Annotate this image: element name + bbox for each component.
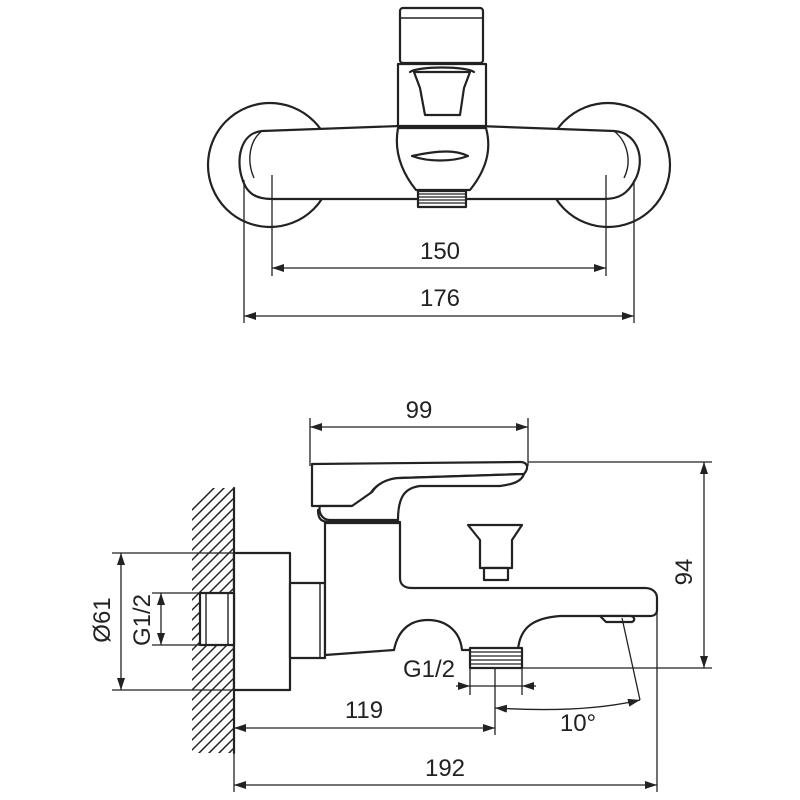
dim-label-176: 176 (420, 285, 460, 312)
top-outlet-thread (416, 189, 468, 209)
hatch-line (192, 516, 234, 562)
dim-label-119: 119 (345, 697, 383, 724)
hatch-line (188, 774, 238, 800)
dim-label-99: 99 (406, 397, 433, 424)
dim-label-inlet: G1/2 (129, 594, 156, 646)
top-handle (398, 6, 485, 65)
angle-arc (494, 698, 641, 713)
hatch-line (192, 686, 234, 732)
hatch-line (188, 764, 238, 800)
hatch-line (207, 726, 234, 753)
side-nut (288, 581, 327, 660)
hatch-line (192, 676, 234, 722)
hatch-line (192, 546, 234, 592)
top-view: 150 176 (206, 6, 672, 323)
top-diverter (395, 126, 490, 192)
hatch-line (192, 536, 234, 582)
hatch-line (188, 754, 238, 800)
hatch-line (192, 556, 234, 602)
hatch-line (192, 666, 234, 712)
hatch-line (192, 488, 234, 532)
dim-label-61: Ø61 (89, 597, 116, 642)
diverter-knob (466, 523, 524, 582)
hatch-line (192, 488, 216, 512)
hatch-line (192, 656, 234, 702)
hatch-line (192, 646, 234, 692)
dim-label-192: 192 (425, 755, 465, 782)
hatch-line (192, 566, 234, 612)
hatch-line (192, 706, 234, 752)
hatch-line (192, 696, 234, 742)
dim-label-outlet: G1/2 (403, 656, 455, 683)
side-flange (232, 551, 292, 692)
dim-label-94: 94 (671, 559, 698, 586)
hatch-line (192, 496, 234, 542)
hatch-line (197, 716, 234, 753)
hatch-line (192, 488, 226, 522)
dim-label-150: 150 (420, 238, 460, 265)
angle-label: 10° (560, 710, 596, 737)
spout-tip (598, 614, 636, 624)
side-view: 99 94 Ø61 G1/2 G1/2 119 192 10° (89, 397, 712, 800)
hatch-line (192, 506, 234, 552)
inlet-connector (198, 591, 236, 647)
side-outlet-thread (468, 646, 524, 670)
hatch-line (217, 736, 234, 753)
hatch-line (227, 746, 234, 753)
hatch-line (192, 526, 234, 572)
